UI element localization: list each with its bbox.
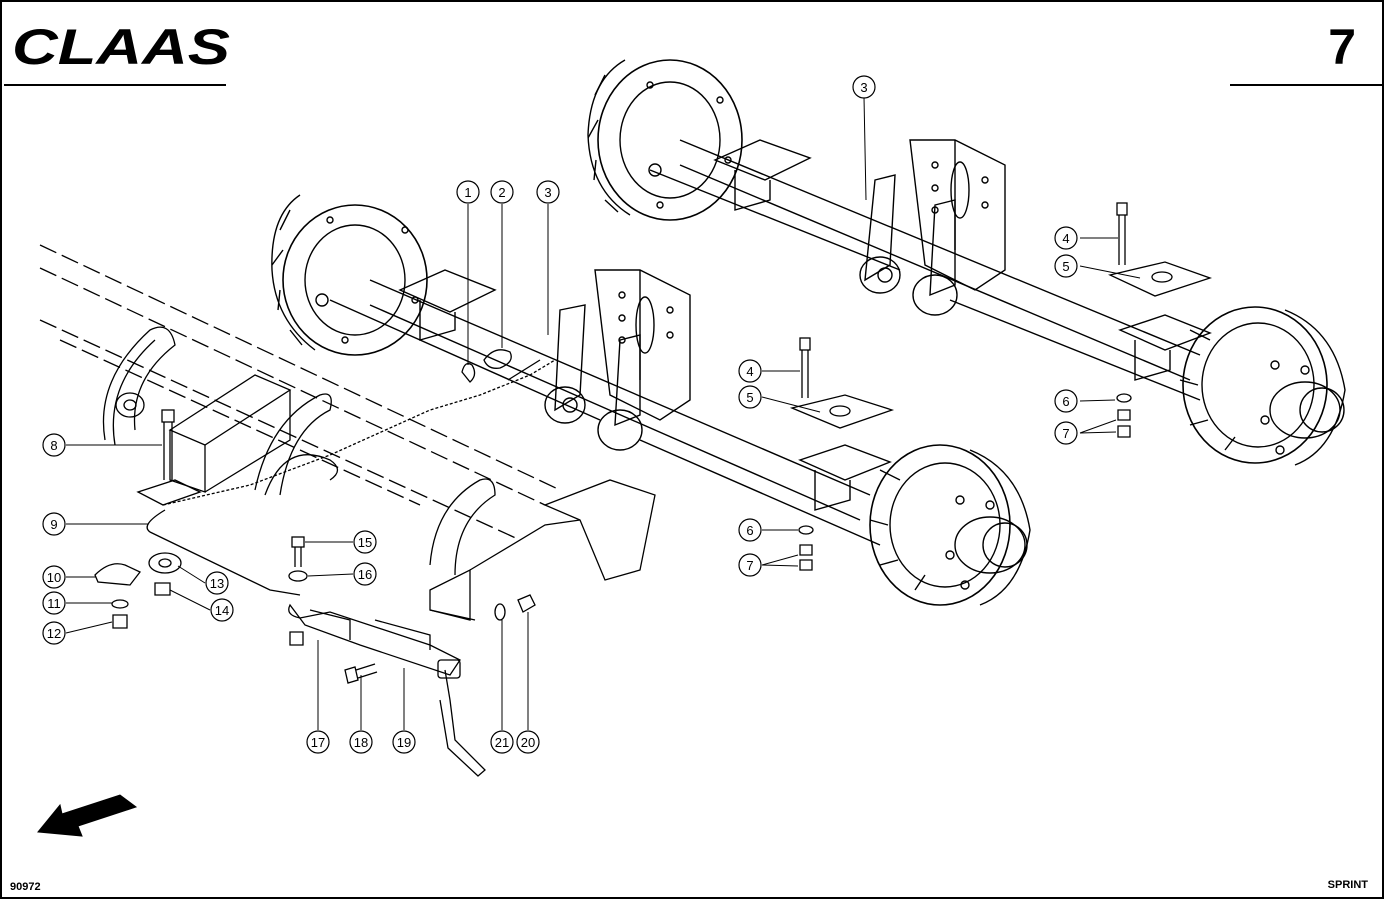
callout-label: 19: [397, 735, 411, 750]
fasteners: [94, 202, 1213, 777]
callout-label: 18: [354, 735, 368, 750]
drawing-number: 90972: [10, 881, 41, 893]
leaf-spring-mid: [254, 393, 339, 496]
callout-7-rear: 7: [1054, 421, 1078, 445]
callout-20: 20: [516, 730, 540, 754]
callout-1: 1: [456, 180, 480, 204]
callout-9: 9: [42, 512, 66, 536]
front-axle: [271, 194, 1031, 606]
callout-label: 3: [860, 80, 867, 95]
callout-label: 7: [746, 558, 753, 573]
callouts: 1 2 3 3 4 4 5 5 6 6 7 7 8 9 10 11 12 13 …: [42, 75, 1078, 754]
callout-5-front: 5: [738, 385, 762, 409]
brand-logo: CLAAS: [12, 19, 230, 75]
callout-label: 6: [746, 523, 753, 538]
callout-11: 11: [42, 591, 66, 615]
callout-21: 21: [490, 730, 514, 754]
callout-label: 7: [1062, 426, 1069, 441]
callout-4-rear: 4: [1054, 226, 1078, 250]
callout-2: 2: [490, 180, 514, 204]
callout-label: 10: [47, 570, 61, 585]
callout-label: 17: [311, 735, 325, 750]
callout-label: 2: [498, 185, 505, 200]
callout-label: 6: [1062, 394, 1069, 409]
callout-label: 20: [521, 735, 535, 750]
leaf-spring-right: [429, 478, 496, 576]
callout-3-rear: 3: [852, 75, 876, 99]
leader-lines: [65, 96, 1141, 730]
callout-label: 4: [746, 364, 753, 379]
callout-6-front: 6: [738, 518, 762, 542]
callout-label: 8: [50, 438, 57, 453]
callout-label: 5: [1062, 259, 1069, 274]
callout-13: 13: [205, 571, 229, 595]
callout-14: 14: [210, 598, 234, 622]
callout-label: 5: [746, 390, 753, 405]
direction-arrow-icon: [37, 794, 138, 837]
model-name: SPRINT: [1328, 879, 1369, 891]
callout-label: 11: [47, 596, 61, 611]
callout-10: 10: [42, 565, 66, 589]
callout-label: 14: [215, 603, 229, 618]
rear-axle: [587, 59, 1346, 466]
callout-label: 21: [495, 735, 509, 750]
callout-17: 17: [306, 730, 330, 754]
callout-label: 3: [544, 185, 551, 200]
callout-15: 15: [353, 530, 377, 554]
callout-3-front: 3: [536, 180, 560, 204]
callout-16: 16: [353, 562, 377, 586]
callout-8: 8: [42, 433, 66, 457]
callout-7-front: 7: [738, 553, 762, 577]
callout-label: 13: [210, 576, 224, 591]
callout-label: 9: [50, 517, 57, 532]
callout-label: 4: [1062, 231, 1069, 246]
callout-12: 12: [42, 621, 66, 645]
leaf-spring-left: [102, 326, 176, 446]
callout-label: 1: [464, 185, 471, 200]
callout-5-rear: 5: [1054, 254, 1078, 278]
callout-18: 18: [349, 730, 373, 754]
callout-label: 12: [47, 626, 61, 641]
page-number: 7: [1328, 19, 1356, 75]
callout-label: 15: [358, 535, 372, 550]
callout-4-front: 4: [738, 359, 762, 383]
callout-label: 16: [358, 567, 372, 582]
callout-19: 19: [392, 730, 416, 754]
callout-6-rear: 6: [1054, 389, 1078, 413]
